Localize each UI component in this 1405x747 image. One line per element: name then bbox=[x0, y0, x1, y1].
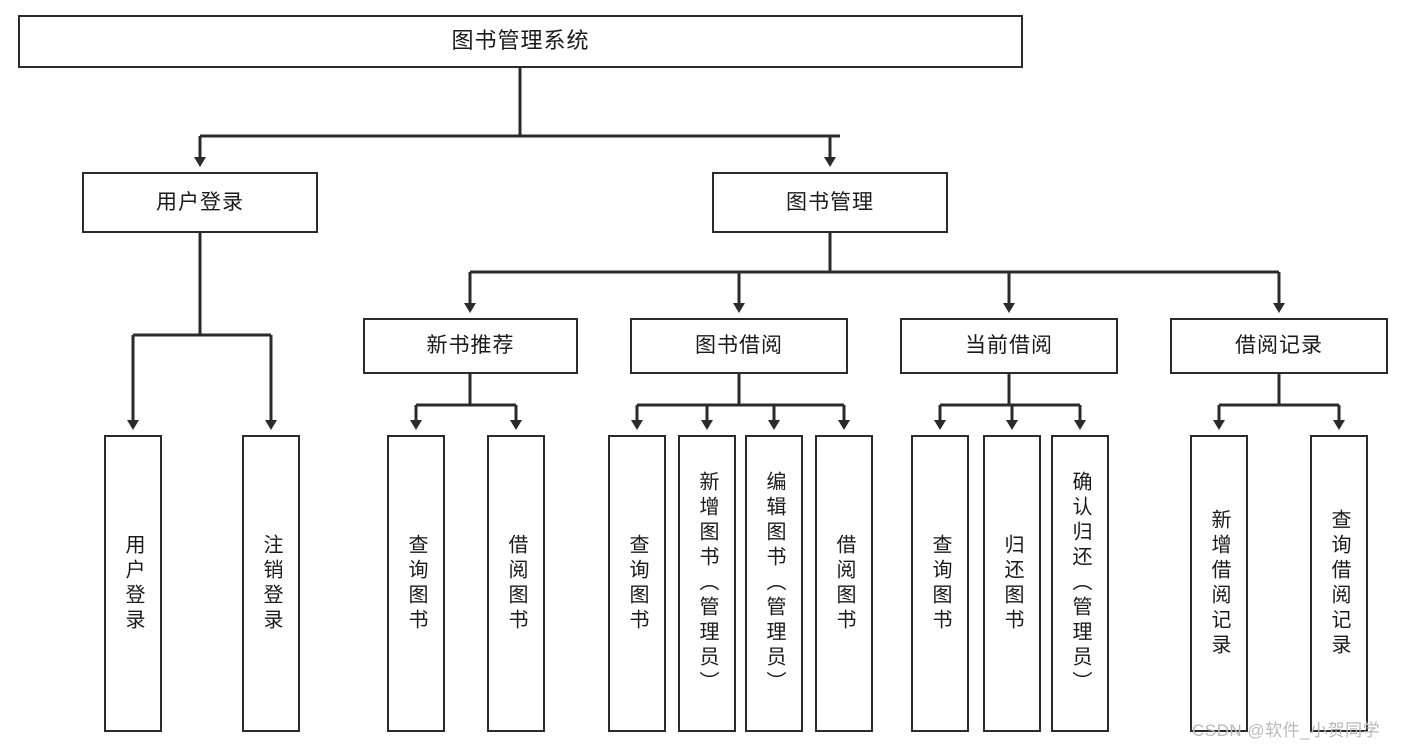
node-root-book-management-system[interactable]: 图书管理系统 bbox=[18, 15, 1023, 68]
csdn-watermark: CSDN @软件_小贺同学 bbox=[1192, 721, 1381, 740]
node-leaf-borrow-book-2[interactable]: 借阅图书 bbox=[815, 435, 873, 732]
node-leaf-query-book-3[interactable]: 查询图书 bbox=[911, 435, 969, 732]
node-current-borrow[interactable]: 当前借阅 bbox=[900, 318, 1118, 374]
node-leaf-add-book-admin[interactable]: 新增图书（管理员） bbox=[678, 435, 736, 732]
node-book-management[interactable]: 图书管理 bbox=[712, 172, 948, 233]
node-leaf-query-book-1[interactable]: 查询图书 bbox=[387, 435, 445, 732]
node-book-borrow[interactable]: 图书借阅 bbox=[630, 318, 848, 374]
node-leaf-edit-book-admin[interactable]: 编辑图书（管理员） bbox=[745, 435, 803, 732]
node-leaf-add-borrow-record[interactable]: 新增借阅记录 bbox=[1190, 435, 1248, 732]
node-new-book-recommend[interactable]: 新书推荐 bbox=[363, 318, 578, 374]
node-leaf-query-borrow-record[interactable]: 查询借阅记录 bbox=[1310, 435, 1368, 732]
node-leaf-return-book[interactable]: 归还图书 bbox=[983, 435, 1041, 732]
node-leaf-user-login[interactable]: 用户登录 bbox=[104, 435, 162, 732]
node-borrow-record[interactable]: 借阅记录 bbox=[1170, 318, 1388, 374]
node-leaf-query-book-2[interactable]: 查询图书 bbox=[608, 435, 666, 732]
node-leaf-confirm-return-admin[interactable]: 确认归还（管理员） bbox=[1051, 435, 1109, 732]
node-user-login[interactable]: 用户登录 bbox=[82, 172, 318, 233]
node-leaf-logout-login[interactable]: 注销登录 bbox=[242, 435, 300, 732]
node-leaf-borrow-book-1[interactable]: 借阅图书 bbox=[487, 435, 545, 732]
